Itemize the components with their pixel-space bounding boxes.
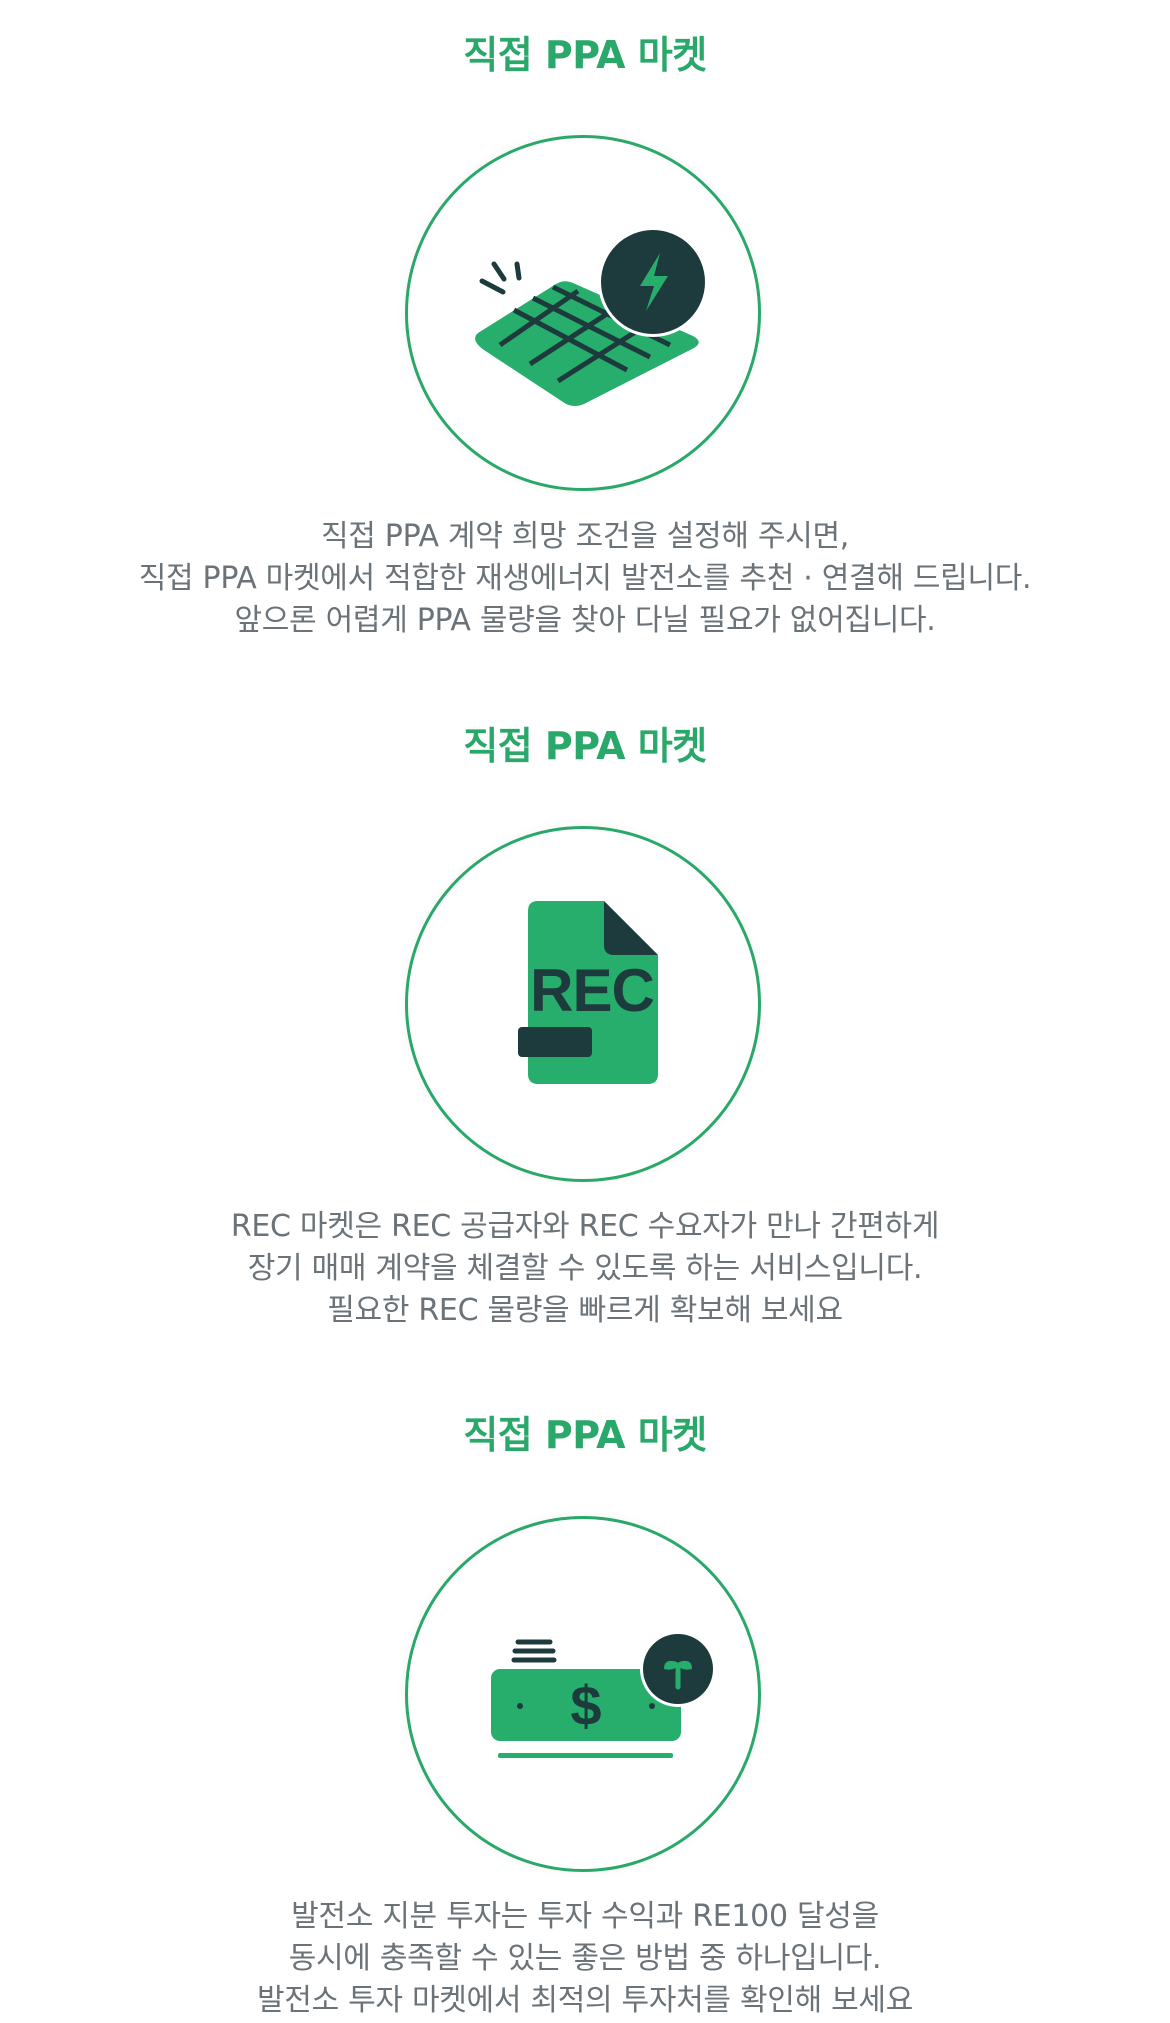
- section-title: 직접 PPA 마켓: [463, 33, 707, 77]
- icon-circle: $: [405, 1516, 761, 1872]
- description-line: REC 마켓은 REC 공급자와 REC 수요자가 만나 간편하게: [230, 1209, 940, 1244]
- description-line: 직접 PPA 계약 희망 조건을 설정해 주시면,: [320, 519, 850, 554]
- description-line: 직접 PPA 마켓에서 적합한 재생에너지 발전소를 추천 · 연결해 드립니다…: [138, 561, 1032, 596]
- section-description: 발전소 지분 투자는 투자 수익과 RE100 달성을 동시에 충족할 수 있는…: [0, 1896, 1170, 2022]
- section-description: 직접 PPA 계약 희망 조건을 설정해 주시면, 직접 PPA 마켓에서 적합…: [0, 516, 1170, 642]
- description-line: 동시에 충족할 수 있는 좋은 방법 중 하나입니다.: [288, 1941, 882, 1976]
- description-line: 발전소 지분 투자는 투자 수익과 RE100 달성을: [291, 1899, 879, 1934]
- money-sprout-icon: $: [491, 1631, 716, 1758]
- rec-label: REC: [530, 957, 654, 1024]
- section-title: 직접 PPA 마켓: [463, 1413, 707, 1457]
- description-line: 필요한 REC 물량을 빠르게 확보해 보세요: [327, 1293, 843, 1328]
- description-line: 앞으론 어렵게 PPA 물량을 찾아 다닐 필요가 없어집니다.: [234, 603, 936, 638]
- solar-panel-bolt-icon: [475, 227, 708, 406]
- dollar-sign: $: [570, 1674, 601, 1737]
- icon-circle: REC: [405, 826, 761, 1182]
- section-description: REC 마켓은 REC 공급자와 REC 수요자가 만나 간편하게 장기 매매 …: [0, 1206, 1170, 1332]
- description-line: 장기 매매 계약을 체결할 수 있도록 하는 서비스입니다.: [247, 1251, 923, 1286]
- icon-circle: [405, 135, 761, 491]
- description-line: 발전소 투자 마켓에서 최적의 투자처를 확인해 보세요: [256, 1983, 914, 2018]
- section-title: 직접 PPA 마켓: [463, 724, 707, 768]
- rec-document-icon: REC: [518, 901, 658, 1084]
